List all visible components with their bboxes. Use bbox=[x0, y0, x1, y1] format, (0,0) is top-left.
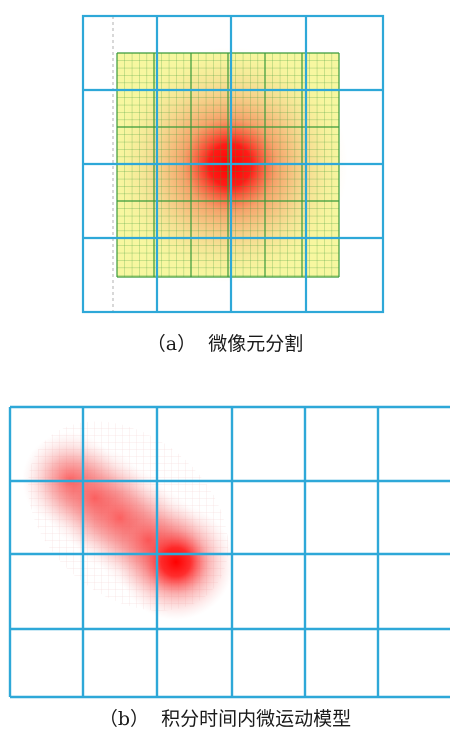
panel-b-diagram bbox=[0, 0, 450, 700]
motion-trail bbox=[22, 432, 234, 620]
trail-spot-end bbox=[118, 504, 234, 620]
caption-b: （b） 积分时间内微运动模型 bbox=[0, 704, 450, 731]
